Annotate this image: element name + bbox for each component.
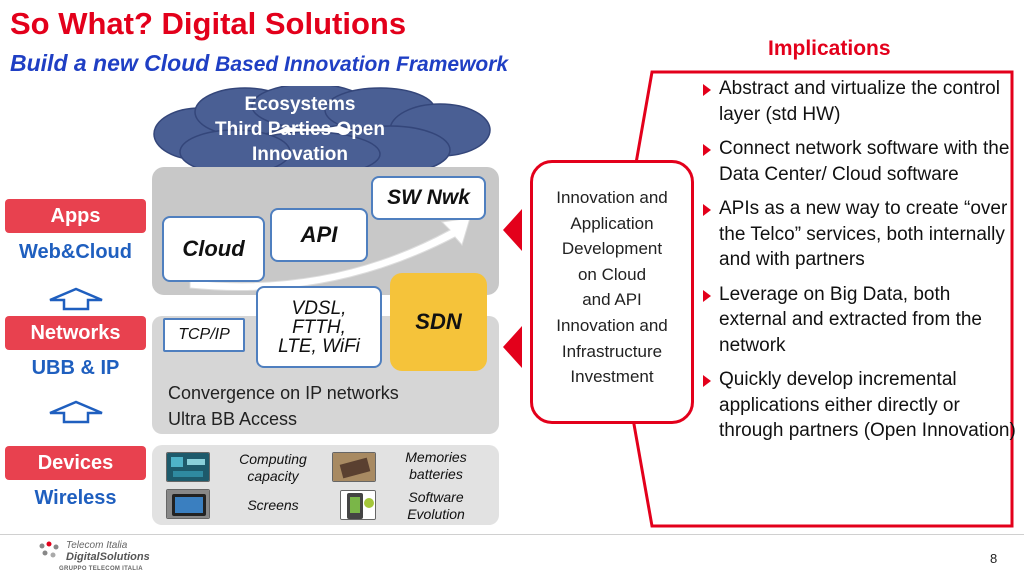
center-line: and API xyxy=(582,290,642,310)
up-arrow-icon xyxy=(49,287,103,311)
bullet-triangle-icon xyxy=(703,144,711,156)
implication-text: APIs as a new way to create “over the Te… xyxy=(719,198,1008,270)
implication-item: Quickly develop incremental applications… xyxy=(700,367,1020,444)
access-technologies-box: VDSL, FTTH, LTE, WiFi xyxy=(256,286,382,368)
arrow-left-top xyxy=(503,209,522,251)
bullet-triangle-icon xyxy=(703,204,711,216)
logo-line2: DigitalSolutions xyxy=(66,551,150,563)
convergence-text: Convergence on IP networks Ultra BB Acce… xyxy=(168,380,399,432)
telecom-italia-logo-icon xyxy=(39,541,59,558)
convergence-line1: Convergence on IP networks xyxy=(168,383,399,403)
tcpip-box: TCP/IP xyxy=(163,318,245,352)
cloud-line2: Third Parties Open xyxy=(215,119,385,140)
logo-line3: GRUPPO TELECOM ITALIA xyxy=(59,566,143,572)
ecosystems-cloud-text: Ecosystems Third Parties Open Innovation xyxy=(180,92,420,167)
footer-divider xyxy=(0,534,1024,535)
innovation-investment-box: Innovation and Application Development o… xyxy=(530,160,694,424)
memories-batteries-image xyxy=(332,452,376,482)
software-evolution-image xyxy=(340,490,376,520)
software-line2: Evolution xyxy=(407,506,465,522)
implication-item: Abstract and virtualize the control laye… xyxy=(700,76,1020,127)
up-arrow-icon xyxy=(49,400,103,424)
implications-title: Implications xyxy=(768,37,891,60)
center-line: Investment xyxy=(570,367,654,387)
implication-item: Leverage on Big Data, both external and … xyxy=(700,282,1020,359)
slide-title: So What? Digital Solutions xyxy=(10,6,407,41)
access-line3: LTE, WiFi xyxy=(278,335,360,357)
center-line: Application xyxy=(570,213,654,233)
memories-line1: Memories xyxy=(405,449,467,465)
implications-list: Abstract and virtualize the control laye… xyxy=(700,76,1020,453)
networks-sub-label: UBB & IP xyxy=(31,357,120,379)
bullet-triangle-icon xyxy=(703,289,711,302)
devices-label: Devices xyxy=(5,446,146,480)
software-line1: Software xyxy=(408,489,464,505)
center-line: on Cloud xyxy=(577,264,647,284)
implication-item: Connect network software with the Data C… xyxy=(700,136,1020,187)
slide-subtitle: Build a new Cloud Based Innovation Frame… xyxy=(10,50,508,77)
bullet-triangle-icon xyxy=(703,84,711,96)
logo-line1: Telecom Italia xyxy=(66,540,128,551)
computing-line2: capacity xyxy=(247,468,299,484)
memories-batteries-label: Memories batteries xyxy=(386,449,486,483)
computing-capacity-label: Computing capacity xyxy=(218,451,328,485)
sdn-box: SDN xyxy=(390,273,487,371)
sw-nwk-box: SW Nwk xyxy=(371,176,486,220)
apps-label: Apps xyxy=(5,199,146,233)
apps-sub-label: Web&Cloud xyxy=(19,241,132,263)
computing-capacity-image xyxy=(166,452,210,482)
cloud-line1: Ecosystems xyxy=(244,94,356,115)
center-line: Innovation and xyxy=(556,188,668,207)
cloud-line3: Innovation xyxy=(251,144,349,165)
implication-item: APIs as a new way to create “over the Te… xyxy=(700,196,1020,273)
access-line1: VDSL, xyxy=(291,297,347,319)
arrow-left-bottom xyxy=(503,326,522,368)
screens-image xyxy=(166,489,210,519)
memories-line2: batteries xyxy=(409,466,463,482)
implication-text: Connect network software with the Data C… xyxy=(719,138,1010,185)
ecosystems-cloud-icon xyxy=(153,86,491,177)
software-evolution-label: Software Evolution xyxy=(386,489,486,523)
screens-label: Screens xyxy=(247,497,299,513)
cloud-box: Cloud xyxy=(162,216,265,282)
page-number: 8 xyxy=(990,551,998,566)
networks-label: Networks xyxy=(5,316,146,350)
implication-text: Quickly develop incremental applications… xyxy=(719,369,1016,441)
bullet-triangle-icon xyxy=(703,375,711,387)
subtitle-part2: Based Innovation Framework xyxy=(209,53,509,76)
access-line2: FTTH, xyxy=(292,316,346,338)
implication-text: Leverage on Big Data, both external and … xyxy=(719,283,982,356)
center-line: Development xyxy=(561,239,663,259)
implication-text: Abstract and virtualize the control laye… xyxy=(719,78,1000,125)
computing-line1: Computing xyxy=(239,451,307,467)
devices-sub-label: Wireless xyxy=(34,487,117,509)
center-line: Infrastructure xyxy=(561,341,663,361)
convergence-line2: Ultra BB Access xyxy=(168,409,298,429)
subtitle-part1: Build a new Cloud xyxy=(10,50,210,76)
api-box: API xyxy=(270,208,368,262)
center-line: Innovation and xyxy=(556,315,668,335)
